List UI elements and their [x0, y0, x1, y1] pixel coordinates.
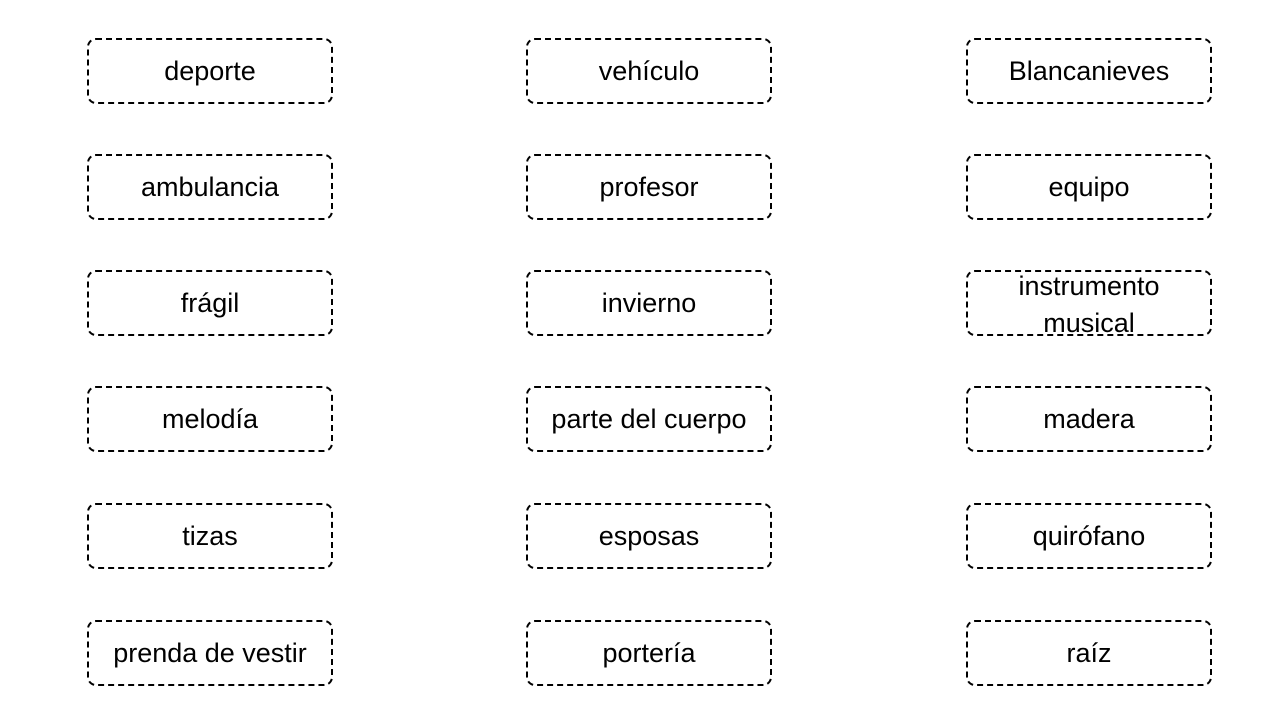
word-card-label: instrumento musical — [1018, 271, 1160, 338]
word-card-label: prenda de vestir — [113, 637, 307, 668]
word-card: ambulancia — [87, 154, 333, 220]
word-card-label: portería — [602, 637, 696, 668]
word-card: quirófano — [966, 503, 1212, 569]
word-card: vehículo — [526, 38, 772, 104]
word-card-label: raíz — [1066, 637, 1112, 668]
word-card-label: Blancanieves — [1008, 55, 1170, 86]
word-card: madera — [966, 386, 1212, 452]
word-card-label: frágil — [180, 287, 240, 318]
word-card: melodía — [87, 386, 333, 452]
word-card-label: deporte — [164, 55, 256, 86]
word-card-label: esposas — [598, 520, 700, 551]
word-card: equipo — [966, 154, 1212, 220]
word-card-label: parte del cuerpo — [551, 403, 747, 434]
word-card: parte del cuerpo — [526, 386, 772, 452]
word-card-label: ambulancia — [140, 171, 280, 202]
word-card: instrumento musical — [966, 270, 1212, 338]
word-card-label: tizas — [182, 520, 238, 551]
word-card: esposas — [526, 503, 772, 569]
word-card: frágil — [87, 270, 333, 336]
word-card-label: invierno — [601, 287, 697, 318]
word-card: Blancanieves — [966, 38, 1212, 104]
word-card: deporte — [87, 38, 333, 104]
word-card: profesor — [526, 154, 772, 220]
word-card: raíz — [966, 620, 1212, 686]
word-card: prenda de vestir — [87, 620, 333, 686]
word-card-label: melodía — [161, 403, 259, 434]
word-card-label: vehículo — [598, 55, 700, 86]
word-card: invierno — [526, 270, 772, 336]
word-card-label: quirófano — [1032, 520, 1146, 551]
word-card: tizas — [87, 503, 333, 569]
word-card-label: profesor — [599, 171, 699, 202]
word-card-label: equipo — [1048, 171, 1130, 202]
word-card-label: madera — [1043, 403, 1135, 434]
word-card: portería — [526, 620, 772, 686]
